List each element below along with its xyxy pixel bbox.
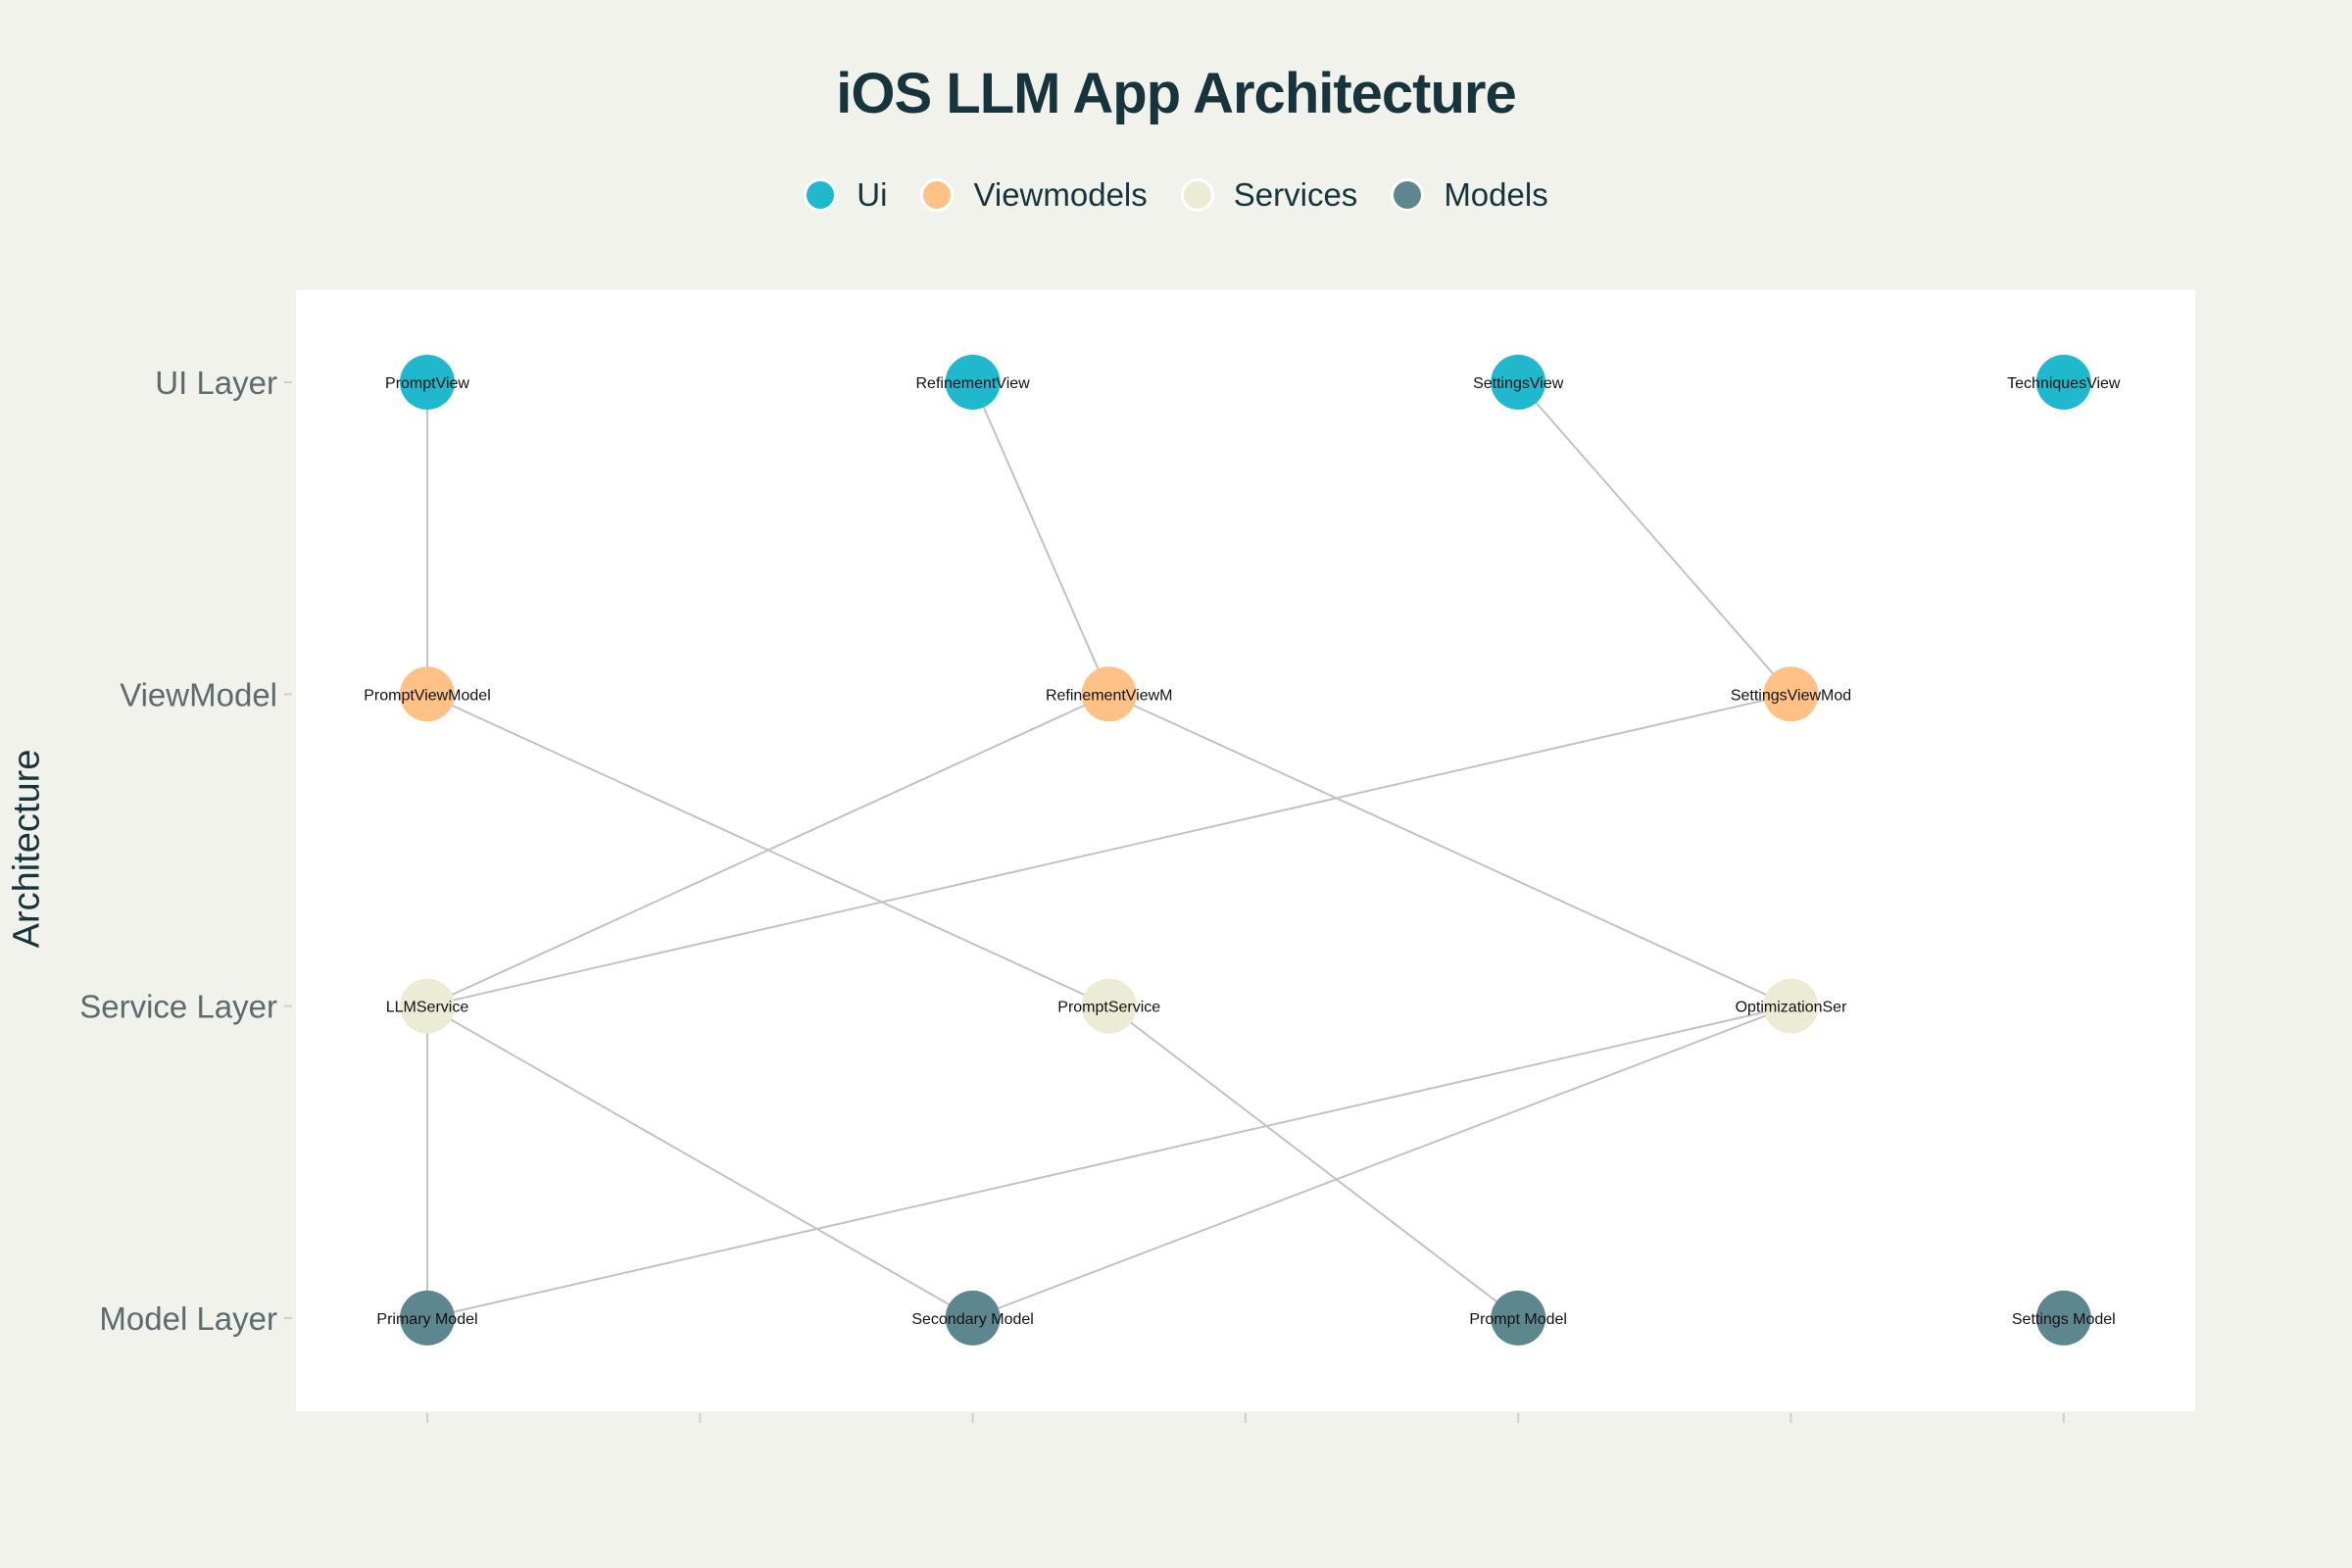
node bbox=[2035, 1290, 2091, 1346]
node-label: Primary Model bbox=[376, 1311, 477, 1328]
node-label: Settings Model bbox=[2012, 1311, 2116, 1328]
legend-item-services[interactable]: Services bbox=[1180, 176, 1358, 214]
node bbox=[945, 355, 1001, 410]
legend-swatch-viewmodels bbox=[920, 178, 955, 212]
y-tick-label: Model Layer bbox=[99, 1300, 277, 1337]
node-label: PromptService bbox=[1057, 1000, 1160, 1016]
node bbox=[1081, 666, 1137, 722]
legend-item-ui[interactable]: Ui bbox=[804, 176, 887, 214]
node bbox=[2035, 355, 2091, 410]
node-label: LLMService bbox=[386, 1000, 469, 1016]
node bbox=[400, 978, 455, 1034]
node bbox=[945, 1290, 1001, 1346]
legend-swatch-models bbox=[1391, 178, 1425, 212]
node-label: SettingsViewMod bbox=[1731, 687, 1851, 704]
node bbox=[400, 355, 455, 410]
node-label: PromptViewModel bbox=[364, 687, 491, 704]
y-tick-label: ViewModel bbox=[120, 676, 277, 712]
node bbox=[1491, 1290, 1546, 1346]
node bbox=[1763, 978, 1819, 1034]
edge-line bbox=[426, 693, 1110, 1007]
edge-line bbox=[1108, 1004, 1519, 1319]
legend-swatch-ui bbox=[804, 178, 838, 212]
node bbox=[1081, 978, 1137, 1034]
y-tick-label: Service Layer bbox=[79, 989, 277, 1025]
edge-line bbox=[1108, 693, 1791, 1007]
node-label: SettingsView bbox=[1473, 375, 1564, 392]
node-label: Secondary Model bbox=[911, 1311, 1034, 1328]
edge-line bbox=[1517, 381, 1792, 695]
legend-label-models: Models bbox=[1444, 176, 1548, 213]
node bbox=[400, 666, 455, 722]
node bbox=[1491, 355, 1546, 410]
node-label: RefinementViewM bbox=[1046, 687, 1173, 704]
node-label: TechniquesView bbox=[2007, 375, 2121, 392]
legend-label-services: Services bbox=[1233, 176, 1358, 213]
node-label: Prompt Model bbox=[1469, 1311, 1567, 1328]
node-label: OptimizationSer bbox=[1736, 1000, 1847, 1016]
node-label: RefinementView bbox=[915, 375, 1030, 392]
page-title: iOS LLM App Architecture bbox=[836, 62, 1517, 125]
legend-item-models[interactable]: Models bbox=[1391, 176, 1548, 214]
edge-line bbox=[971, 381, 1110, 695]
legend-item-viewmodels[interactable]: Viewmodels bbox=[920, 176, 1148, 214]
edge-line bbox=[426, 1004, 974, 1319]
node-label: PromptView bbox=[385, 375, 469, 392]
legend-label-viewmodels: Viewmodels bbox=[973, 176, 1148, 213]
edge-line bbox=[426, 693, 1791, 1007]
legend: Ui Viewmodels Services Models bbox=[0, 176, 2352, 214]
plot-area bbox=[296, 290, 2195, 1411]
y-tick-label: UI Layer bbox=[155, 365, 277, 401]
legend-label-ui: Ui bbox=[857, 176, 888, 213]
edge-line bbox=[972, 1004, 1791, 1319]
legend-swatch-services bbox=[1180, 178, 1214, 212]
edge-line bbox=[426, 1004, 1791, 1319]
node bbox=[400, 1290, 455, 1346]
node bbox=[1763, 666, 1819, 722]
